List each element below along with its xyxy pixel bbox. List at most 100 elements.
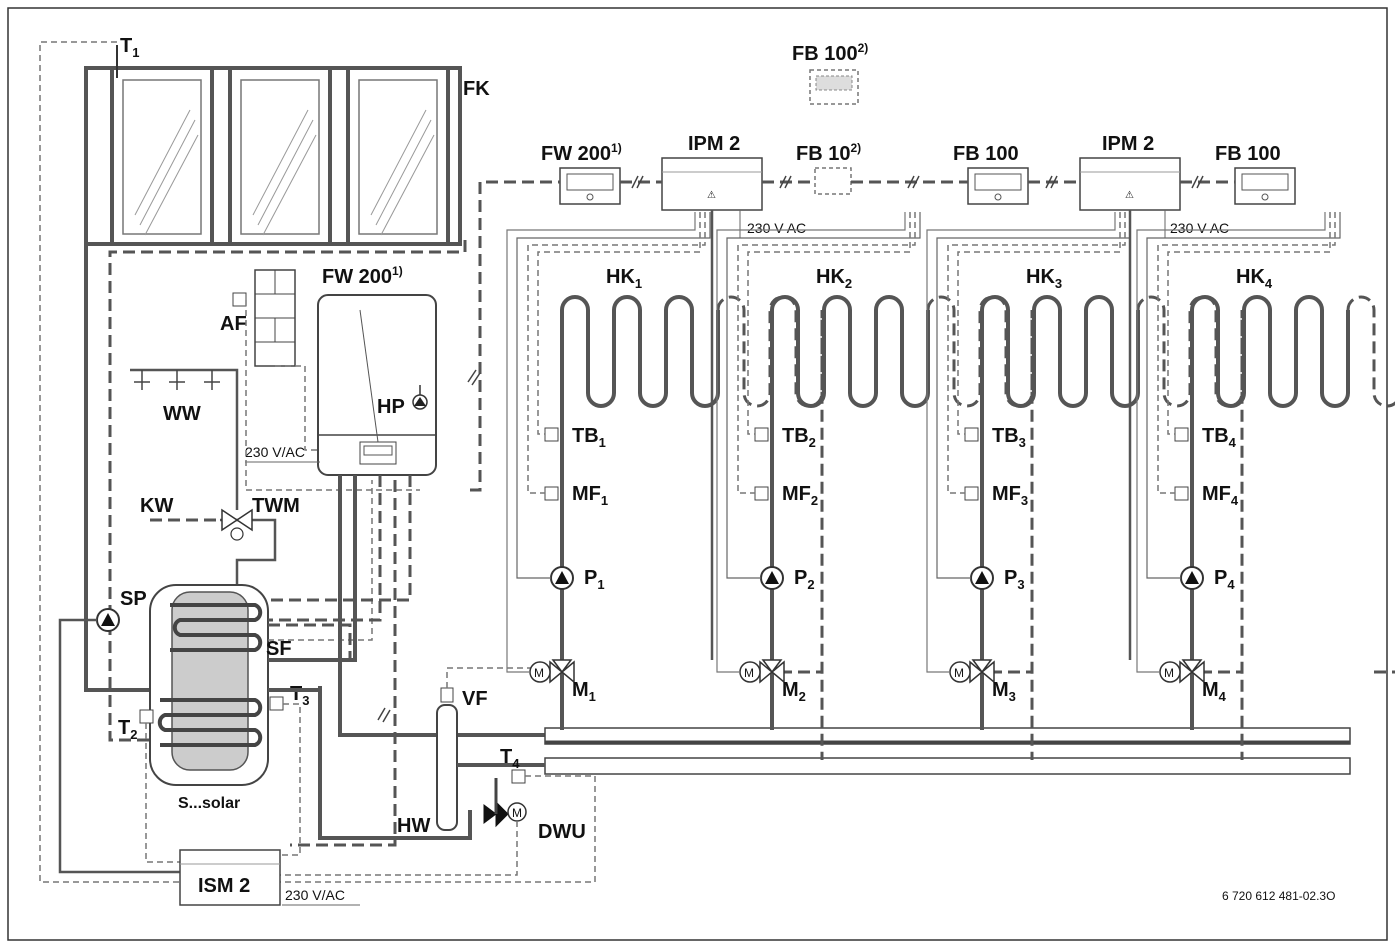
pump-p4-arrow-icon: [1185, 571, 1199, 584]
label-230v-ism: 230 V/AC: [285, 887, 345, 903]
mf-wire-1: [527, 212, 706, 494]
label-fw200-boiler: FW 2001): [322, 264, 403, 288]
label-p4: P4: [1214, 567, 1235, 592]
floor-loop-2: [770, 295, 930, 580]
label-p1: P1: [584, 567, 605, 592]
sensor-tb3-icon: [964, 427, 979, 442]
solar-collectors: [84, 66, 462, 246]
label-ww: WW: [163, 403, 201, 425]
label-sf: SF: [266, 638, 292, 660]
svg-text:⚠: ⚠: [707, 190, 716, 201]
mf-wire-2: [737, 212, 916, 494]
sensor-t4-icon: [511, 769, 526, 784]
ism2-module: [179, 849, 281, 906]
floor-loop-3: [980, 295, 1140, 580]
label-p3: P3: [1004, 567, 1025, 592]
motor-wire-3: [926, 212, 1116, 673]
sensor-t3-icon: [269, 696, 284, 711]
outdoor-sensor-af: [232, 269, 296, 367]
tb-wire-3: [957, 212, 1121, 435]
pump-wire-4: [1146, 212, 1341, 579]
label-ipm2-b: IPM 2: [1102, 133, 1154, 155]
tb-wire-1: [537, 212, 701, 435]
motor-wire-2: [716, 212, 906, 673]
label-tb4: TB4: [1202, 425, 1237, 450]
label-ism2: ISM 2: [198, 875, 250, 897]
label-hw: HW: [397, 815, 430, 837]
label-fw200-top: FW 2001): [541, 141, 622, 165]
label-hk1: HK1: [606, 266, 642, 291]
label-hk3: HK3: [1026, 266, 1062, 291]
pump-p2-arrow-icon: [765, 571, 779, 584]
label-tb1: TB1: [572, 425, 606, 450]
label-mf2: MF2: [782, 483, 818, 508]
mixer-motor-m1-label: M: [534, 666, 544, 680]
hydraulic-separator-hw: [436, 687, 458, 831]
ipm2-module-a: [661, 157, 763, 211]
sensor-tb4-icon: [1174, 427, 1189, 442]
sensor-tb2-icon: [754, 427, 769, 442]
pump-p3-arrow-icon: [975, 571, 989, 584]
mf-wire-3: [947, 212, 1126, 494]
heating-circuits: MHK1TB1MF1P1M1MHK2TB2MF2P2M2MHK3TB3MF3P3…: [506, 210, 1395, 760]
label-af: AF: [220, 313, 247, 335]
motor-wire-1: [506, 212, 696, 673]
sensor-mf4-icon: [1174, 486, 1189, 501]
pump-wire-1: [516, 212, 711, 579]
label-m2: M2: [782, 679, 806, 704]
label-230v-a: 230 V AC: [747, 220, 806, 236]
sensor-mf2-icon: [754, 486, 769, 501]
label-fb10: FB 102): [796, 141, 861, 165]
twm-mixing-valve-icon: [221, 508, 253, 532]
label-fb100-b: FB 100: [1215, 143, 1281, 165]
label-m1: M1: [572, 679, 596, 704]
hot-water-pipe-ww: [130, 368, 239, 510]
pump-p1-arrow-icon: [555, 571, 569, 584]
fb10-remote-optional: [814, 167, 852, 195]
label-m4: M4: [1202, 679, 1227, 704]
label-dwu: DWU: [538, 821, 586, 843]
mixer-motor-m3-label: M: [954, 666, 964, 680]
label-mf1: MF1: [572, 483, 608, 508]
figure-code: 6 720 612 481-02.3O: [1222, 889, 1335, 903]
pump-wire-2: [726, 212, 921, 579]
svg-text:⚠: ⚠: [1125, 190, 1134, 201]
label-twm: TWM: [252, 495, 300, 517]
label-tb3: TB3: [992, 425, 1026, 450]
label-mf4: MF4: [1202, 483, 1239, 508]
label-hp: HP: [377, 396, 405, 418]
label-kw: KW: [140, 495, 173, 517]
label-storage: S...solar: [178, 795, 240, 812]
sensor-t2-icon: [139, 709, 154, 724]
supply-manifold: [544, 727, 1351, 745]
svg-text:M: M: [512, 806, 522, 820]
sensor-mf1-icon: [544, 486, 559, 501]
motor-wire-4: [1136, 212, 1326, 673]
label-t4: T4: [500, 746, 520, 771]
label-hk2: HK2: [816, 266, 852, 291]
label-ipm2-a: IPM 2: [688, 133, 740, 155]
mf-wire-4: [1157, 212, 1336, 494]
return-manifold: [544, 757, 1351, 775]
label-t1: T1: [120, 35, 139, 60]
sensor-mf3-icon: [964, 486, 979, 501]
label-hk4: HK4: [1236, 266, 1273, 291]
mixer-motor-m2-label: M: [744, 666, 754, 680]
solar-storage-tank: [149, 584, 269, 786]
label-tb2: TB2: [782, 425, 816, 450]
label-vf: VF: [462, 688, 488, 710]
label-t3: T3: [290, 683, 309, 708]
label-fk: FK: [463, 78, 490, 100]
sensor-tb1-icon: [544, 427, 559, 442]
label-t2: T2: [118, 717, 137, 742]
ipm2-module-b: [1079, 157, 1181, 211]
label-m3: M3: [992, 679, 1016, 704]
figure-frame: [7, 7, 1388, 941]
label-sp: SP: [120, 588, 147, 610]
boiler-unit: [317, 294, 437, 476]
label-fb100-a: FB 100: [953, 143, 1019, 165]
floor-loop-1: [560, 295, 720, 580]
tb-wire-4: [1167, 212, 1331, 435]
floor-loop-4: [1190, 295, 1350, 580]
